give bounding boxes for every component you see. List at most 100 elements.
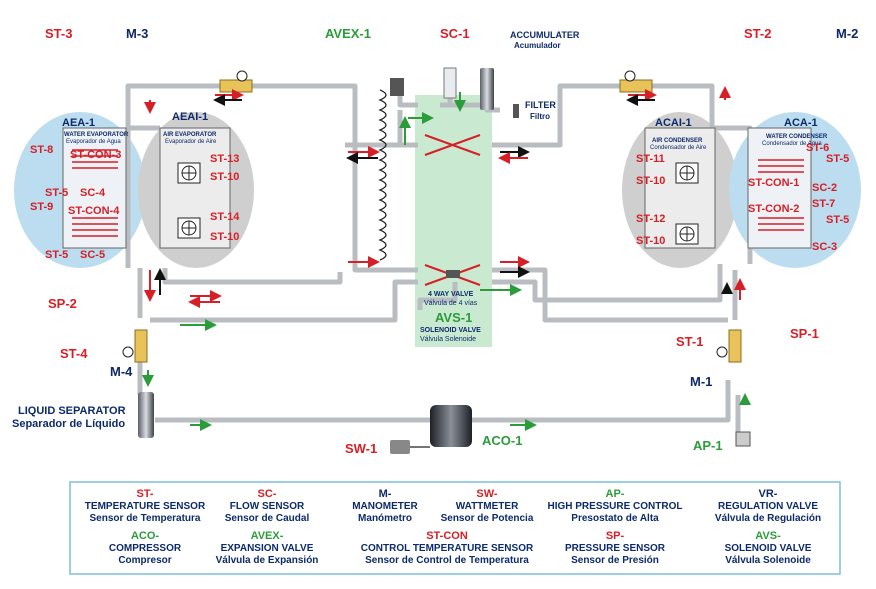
legend-title: WATTMETER <box>456 501 519 512</box>
label-st11: ST-11 <box>636 153 665 165</box>
manometer-m3-icon <box>219 70 253 93</box>
fan-icon <box>675 223 699 245</box>
legend-subtitle: Sensor de Potencia <box>441 513 534 524</box>
legend-title: HIGH PRESSURE CONTROL <box>547 501 682 512</box>
label-avex1: AVEX-1 <box>325 26 371 41</box>
wattmeter-icon <box>390 440 410 454</box>
water-condenser-subtitle: Condensador de Agua <box>762 141 822 147</box>
label-m4: M-4 <box>110 364 133 379</box>
accumulater-subtitle: Acumulador <box>514 41 561 50</box>
compressor-icon <box>430 405 472 447</box>
legend-title: CONTROL TEMPERATURE SENSOR <box>361 543 534 554</box>
legend-subtitle: Compresor <box>118 555 171 566</box>
legend-code: AVEX- <box>251 530 284 542</box>
label-sp2: SP-2 <box>48 296 77 311</box>
label-aea1: AEA-1 <box>62 117 95 129</box>
liquid-separator-icon <box>138 392 154 438</box>
legend-code: ACO- <box>131 530 159 542</box>
legend-code: SW- <box>476 488 497 500</box>
label-avs1: AVS-1 <box>435 310 472 325</box>
water-evaporator-box <box>62 127 127 249</box>
label-st1: ST-1 <box>676 334 703 349</box>
label-st3: ST-3 <box>45 26 72 41</box>
air-evaporator-title: AIR EVAPORATOR <box>163 132 217 138</box>
label-st6: ST-6 <box>806 142 829 154</box>
label-ap1: AP-1 <box>693 438 723 453</box>
piping <box>125 75 753 432</box>
label-st5-c: ST-5 <box>826 153 849 165</box>
label-m2: M-2 <box>836 26 858 41</box>
legend-code: VR- <box>759 488 778 500</box>
legend-title: TEMPERATURE SENSOR <box>85 501 206 512</box>
legend-code: M- <box>379 488 392 500</box>
legend-subtitle: Válvula Solenoide <box>725 555 811 566</box>
legend-title: MANOMETER <box>352 501 418 512</box>
label-st5-b: ST-5 <box>45 249 68 261</box>
label-st12: ST-12 <box>636 213 665 225</box>
liquid-separator-title: LIQUID SEPARATOR <box>18 405 126 417</box>
fan-icon <box>177 217 201 239</box>
avs1-subtitle: Válvula Solenoide <box>420 336 476 343</box>
legend-subtitle: Sensor de Control de Temperatura <box>365 555 529 566</box>
label-st10-b: ST-10 <box>210 231 239 243</box>
label-aeai1: AEAI-1 <box>172 111 208 123</box>
water-evaporator-title: WATER EVAPORATOR <box>64 132 129 138</box>
label-st2: ST-2 <box>744 26 771 41</box>
label-sc3: SC-3 <box>812 241 837 253</box>
label-m3: M-3 <box>126 26 148 41</box>
label-st4: ST-4 <box>60 346 88 361</box>
manometer-m4-icon <box>122 329 148 363</box>
label-st-con1: ST-CON-1 <box>748 177 799 189</box>
accumulater-title: ACCUMULATER <box>510 30 580 40</box>
legend-title: SOLENOID VALVE <box>725 543 812 554</box>
legend-title: FLOW SENSOR <box>230 501 305 512</box>
filter-icon <box>513 104 519 118</box>
air-condenser-title: AIR CONDENSER <box>652 138 703 144</box>
water-evap-coils <box>72 149 118 237</box>
legend-subtitle: Válvula de Regulación <box>715 513 821 524</box>
label-m1: M-1 <box>690 374 712 389</box>
label-st10-c: ST-10 <box>636 175 665 187</box>
manometer-m1-icon <box>716 329 742 363</box>
legend-code: AP- <box>606 488 625 500</box>
label-sp1: SP-1 <box>790 326 819 341</box>
label-st-con3: ST-CON-3 <box>70 149 121 161</box>
label-st9: ST-9 <box>30 201 53 213</box>
legend-code: ST- <box>136 488 153 500</box>
legend-subtitle: Presostato de Alta <box>571 513 659 524</box>
label-st14: ST-14 <box>210 211 240 223</box>
expansion-coil <box>378 89 387 261</box>
label-st8: ST-8 <box>30 144 53 156</box>
filter-subtitle: Filtro <box>530 112 550 121</box>
water-evaporator-subtitle: Evaporador de Agua <box>66 139 121 145</box>
water-cond-coils <box>758 159 804 231</box>
label-st10-d: ST-10 <box>636 235 665 247</box>
legend-box <box>69 481 841 575</box>
label-sc1: SC-1 <box>440 26 470 41</box>
four-way-valve-title: 4 WAY VALVE <box>428 291 474 298</box>
label-st-con4: ST-CON-4 <box>68 205 120 217</box>
valve-cross-upper <box>424 134 481 156</box>
legend-subtitle: Sensor de Caudal <box>225 513 310 524</box>
fan-icon <box>675 162 699 184</box>
legend-title: PRESSURE SENSOR <box>565 543 666 554</box>
avs1-title: SOLENOID VALVE <box>420 327 481 334</box>
label-st5-a: ST-5 <box>45 187 68 199</box>
label-sc4: SC-4 <box>80 187 106 199</box>
flow-arrows <box>142 86 751 431</box>
label-st10-a: ST-10 <box>210 171 239 183</box>
label-aco1: ACO-1 <box>482 433 522 448</box>
legend-subtitle: Válvula de Expansión <box>216 555 319 566</box>
four-way-valve-subtitle: Válvula de 4 vías <box>424 300 478 307</box>
air-evaporator-subtitle: Evaporador de Aire <box>165 139 217 145</box>
liquid-separator-subtitle: Separador de Líquido <box>12 418 125 430</box>
label-aca1: ACA-1 <box>784 117 818 129</box>
flow-sensor-icon <box>443 67 457 99</box>
legend-subtitle: Sensor de Presión <box>571 555 659 566</box>
label-st-con2: ST-CON-2 <box>748 203 799 215</box>
water-condenser-box <box>747 127 812 249</box>
label-sw1: SW-1 <box>345 441 377 456</box>
